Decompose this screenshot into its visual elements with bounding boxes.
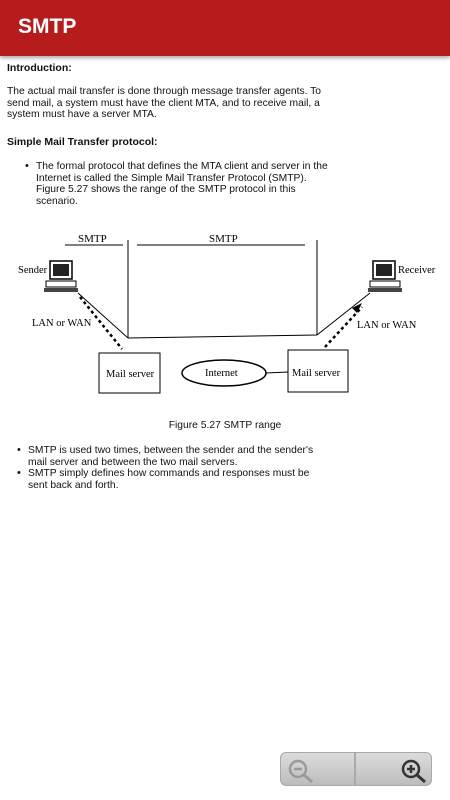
mail-server-left-box xyxy=(98,352,161,394)
zoom-out-button[interactable] xyxy=(280,752,355,786)
zoom-out-icon xyxy=(288,759,313,784)
bullet-line: SMTP is used two times, between the send… xyxy=(28,445,314,456)
bullet-line: mail server and between the two mail ser… xyxy=(28,456,238,468)
list-item: SMTP simply defines how commands and res… xyxy=(15,468,345,491)
receiver-label: Receiver xyxy=(398,265,436,276)
sender-label: Sender xyxy=(18,265,48,276)
smtp-label-center: SMTP xyxy=(209,233,238,245)
smtp-heading: Simple Mail Transfer protocol: xyxy=(7,136,158,148)
smtp-bullet-list: The formal protocol that defines the MTA… xyxy=(23,161,353,207)
bullet-line: Internet is called the Simple Mail Trans… xyxy=(36,172,307,184)
lan-wan-right-label: LAN or WAN xyxy=(357,320,417,331)
intro-line: system must have a server MTA. xyxy=(7,109,157,121)
zoom-in-button[interactable] xyxy=(355,752,432,786)
intro-paragraph: The actual mail transfer is done through… xyxy=(7,86,337,121)
page-title: SMTP xyxy=(18,15,77,38)
intro-heading: Introduction: xyxy=(7,62,72,74)
lan-wan-left-label: LAN or WAN xyxy=(32,318,92,329)
smtp-label-left: SMTP xyxy=(78,233,107,245)
intro-line: send mail, a system must have the client… xyxy=(7,97,320,109)
list-item: SMTP is used two times, between the send… xyxy=(15,445,345,468)
mail-server-right-label: Mail server xyxy=(292,368,341,379)
zoom-in-icon xyxy=(401,759,426,784)
bullet-line: scenario. xyxy=(36,195,78,207)
internet-label: Internet xyxy=(205,368,238,379)
app-bar: SMTP xyxy=(0,0,450,56)
receiver-computer-icon xyxy=(368,260,402,292)
notes-bullet-list: SMTP is used two times, between the send… xyxy=(15,445,345,491)
bullet-line: sent back and forth. xyxy=(28,479,119,491)
list-item: The formal protocol that defines the MTA… xyxy=(23,161,353,207)
bullet-line: SMTP simply defines how commands and res… xyxy=(28,468,310,480)
bullet-line: Figure 5.27 shows the range of the SMTP … xyxy=(36,184,296,196)
mail-server-left-label: Mail server xyxy=(106,369,155,380)
figure-caption: Figure 5.27 SMTP range xyxy=(168,420,282,431)
smtp-range-figure: SMTP SMTP Sender Receiver LAN or WAN LAN… xyxy=(18,233,436,394)
bullet-line: The formal protocol that defines the MTA… xyxy=(36,161,328,172)
mail-server-right-box xyxy=(287,349,349,393)
sender-computer-icon xyxy=(44,260,78,292)
intro-line: The actual mail transfer is done through… xyxy=(7,86,322,97)
